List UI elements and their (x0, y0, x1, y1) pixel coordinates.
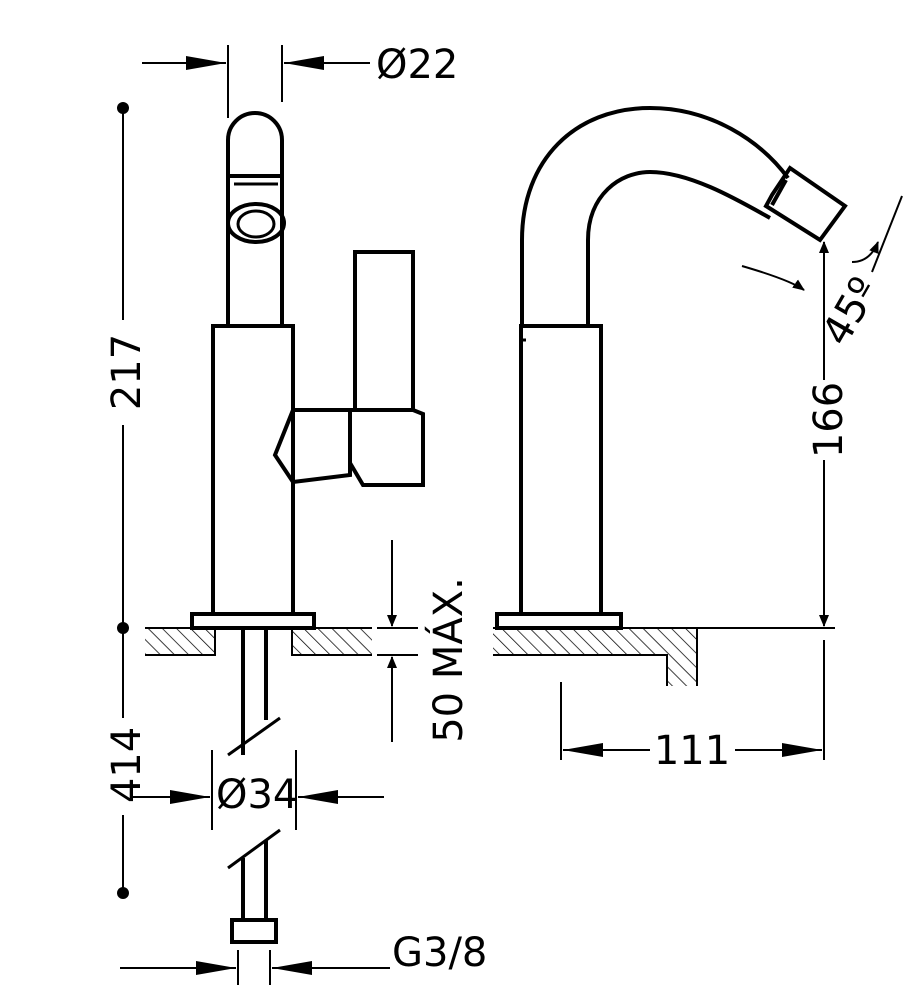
spout-diameter-label: Ø22 (376, 42, 458, 88)
dim-spout-reach: 111 (560, 640, 825, 774)
spout-tube-front (226, 111, 284, 326)
side-view (493, 105, 848, 686)
supply-hose (227, 628, 281, 944)
connection-thread-label: G3/8 (392, 930, 487, 976)
dim-total-height: 217 (104, 102, 150, 634)
dim-connection-thread: G3/8 (120, 930, 487, 985)
base-flange-front (190, 612, 316, 630)
max-thickness-label: 50 MÁX. (424, 577, 472, 743)
dim-spout-height: 166 (600, 241, 852, 629)
cartridge-cap (272, 408, 425, 487)
hose-diameter-label: Ø34 (216, 772, 298, 818)
total-height-label: 217 (104, 334, 150, 410)
dim-hose-length: 414 (104, 628, 150, 899)
dim-max-thickness: 50 MÁX. (377, 540, 472, 743)
tap-body-front (211, 324, 295, 616)
hose-length-label: 414 (104, 727, 150, 803)
countertop-front (145, 627, 372, 656)
spout-height-label: 166 (806, 382, 852, 458)
spout-reach-label: 111 (654, 728, 730, 774)
gooseneck-spout (520, 105, 790, 326)
base-flange-side (495, 612, 623, 630)
aerator-ring-front (226, 202, 286, 244)
countertop-side (493, 627, 698, 686)
dim-hose-diameter: Ø34 (130, 750, 384, 830)
lever-handle (353, 250, 415, 412)
front-view (145, 111, 425, 944)
tap-body-side (519, 324, 603, 616)
dim-swivel-angle: 45º (741, 195, 903, 353)
spout-aerator-side (763, 165, 848, 243)
dim-spout-diameter: Ø22 (142, 42, 458, 118)
